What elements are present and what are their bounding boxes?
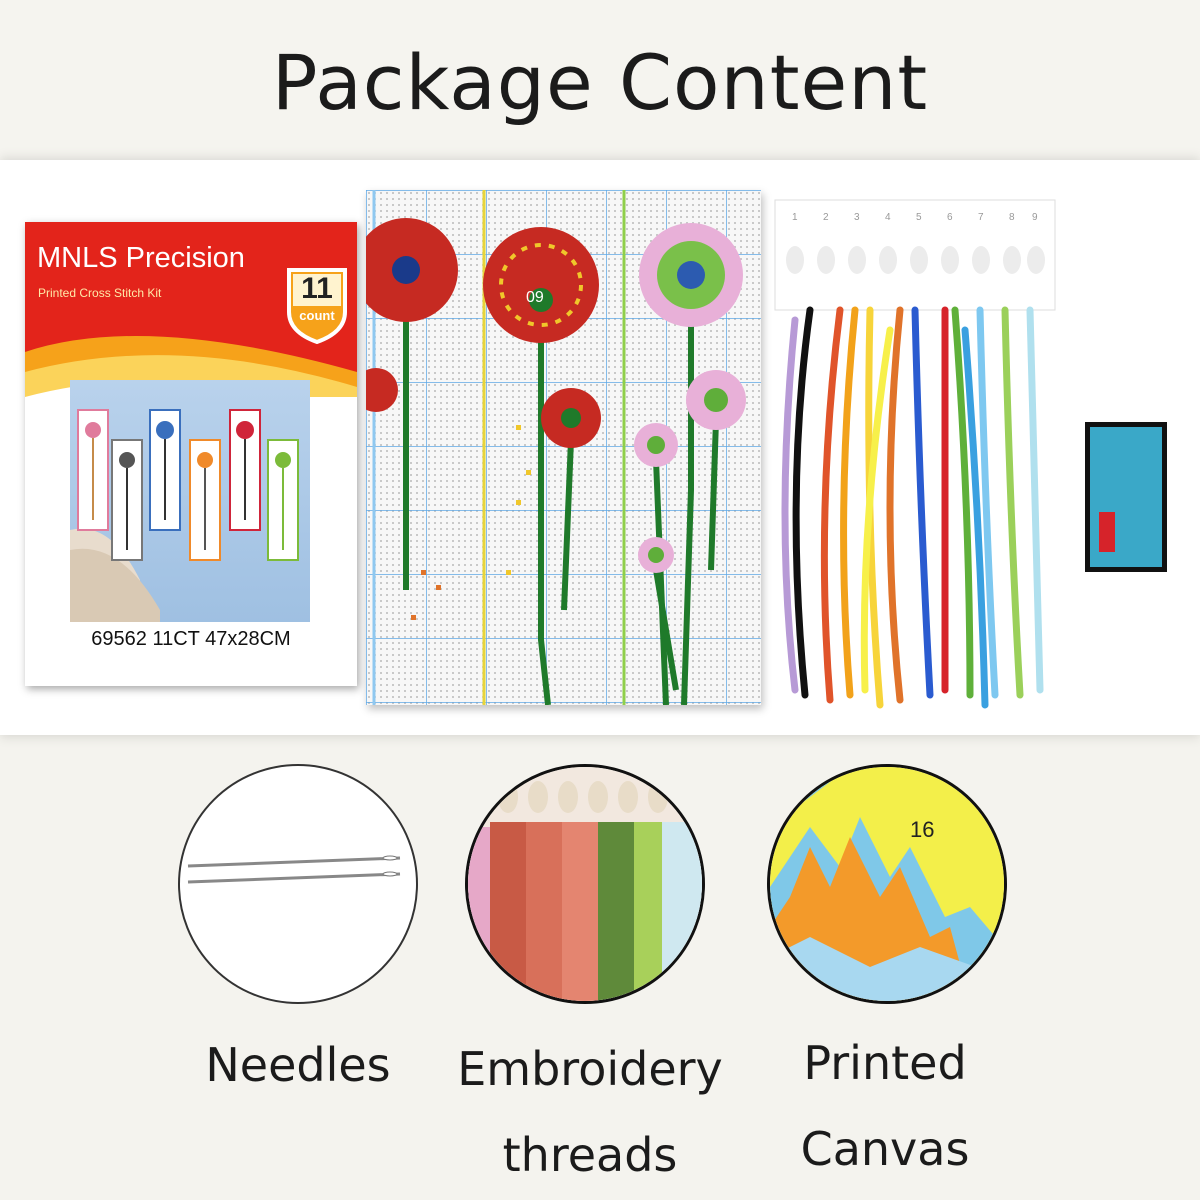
- cover-photo: [70, 380, 310, 622]
- svg-text:7: 7: [978, 212, 984, 223]
- brand-name: MNLS Precision: [37, 242, 245, 274]
- canvas-closeup-icon: 16: [770, 767, 1004, 1001]
- svg-text:4: 4: [885, 212, 891, 223]
- bookmarks-image: [70, 409, 299, 622]
- page-title: Package Content: [271, 38, 929, 127]
- printed-fabric: 09: [366, 190, 761, 705]
- svg-text:5: 5: [916, 212, 922, 223]
- pattern-booklet: MNLS Precision Printed Cross Stitch Kit …: [25, 222, 357, 686]
- count-number: 11: [301, 272, 333, 305]
- svg-text:2: 2: [823, 212, 829, 223]
- fabric-block-number: 09: [526, 289, 544, 306]
- threads-circle: [465, 764, 705, 1004]
- svg-text:1: 1: [792, 212, 798, 223]
- needles-icon: [187, 855, 401, 884]
- svg-text:9: 9: [1032, 212, 1038, 223]
- kit-spec: 69562 11CT 47x28CM: [91, 628, 291, 650]
- needle-pack-icon: [1085, 422, 1167, 572]
- svg-text:6: 6: [947, 212, 953, 223]
- embroidery-threads: 1 2 3 4 5 6 7 8 9: [770, 190, 1060, 720]
- svg-text:8: 8: [1009, 212, 1015, 223]
- header: Package Content: [0, 0, 1200, 160]
- needles-label: Needles: [205, 1038, 391, 1092]
- threads-image: 1 2 3 4 5 6 7 8 9: [774, 199, 1056, 709]
- canvas-label: Printed Canvas: [800, 1036, 970, 1176]
- kit-subtitle: Printed Cross Stitch Kit: [38, 286, 162, 300]
- svg-text:3: 3: [854, 212, 860, 223]
- canvas-circle: 16: [767, 764, 1007, 1004]
- canvas-block-number: 16: [910, 817, 934, 842]
- threads-label: Embroidery threads: [457, 1042, 723, 1182]
- count-badge-icon: [287, 268, 347, 344]
- needles-circle: [178, 764, 418, 1004]
- threads-closeup-icon: [468, 767, 702, 1001]
- fabric-pattern: 09: [366, 190, 761, 705]
- count-label: count: [299, 308, 335, 323]
- needle-pack: [1085, 422, 1167, 572]
